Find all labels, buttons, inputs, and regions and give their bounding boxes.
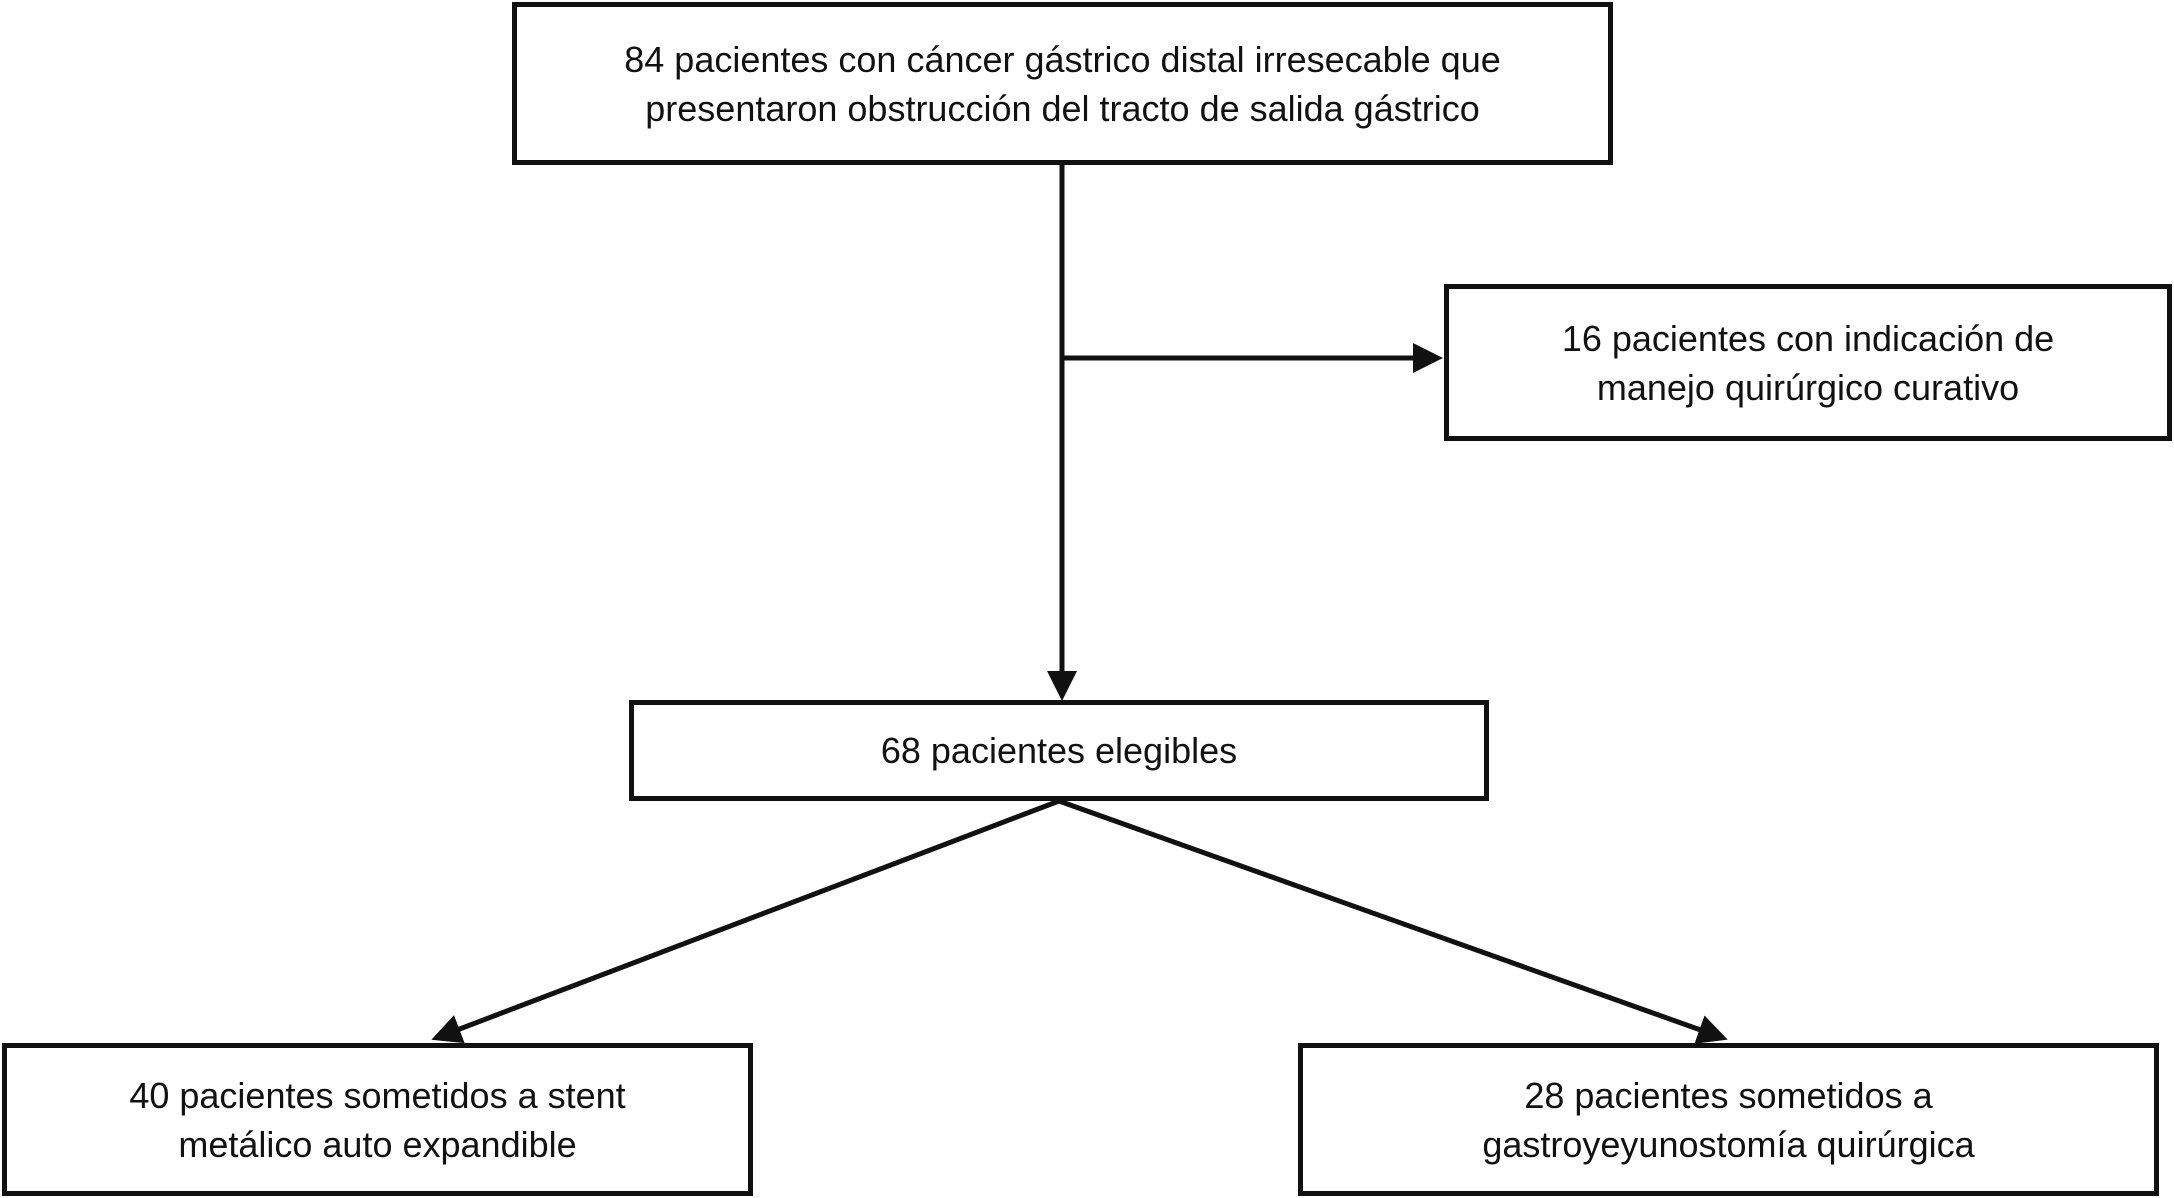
- box-eligible-text: 68 pacientes elegibles: [880, 730, 1238, 771]
- box-stent-text: 40 pacientes sometidos a stent metálico …: [129, 1074, 626, 1165]
- arrow-eligible-to-stent: [431, 798, 1060, 1044]
- box-surgery-text: 28 pacientes sometidos a gastroyeyunosto…: [1482, 1074, 1975, 1165]
- box-surgery-group: 28 pacientes sometidos a gastroyeyunosto…: [1298, 1043, 2159, 1196]
- box-excluded-text: 16 pacientes con indicación de manejo qu…: [1561, 317, 2055, 408]
- box-stent-group: 40 pacientes sometidos a stent metálico …: [2, 1043, 753, 1196]
- arrow-eligible-to-surgery: [1058, 798, 1728, 1044]
- box-eligible-patients: 68 pacientes elegibles: [629, 700, 1489, 801]
- box-initial-population-text: 84 pacientes con cáncer gástrico distal …: [624, 38, 1501, 129]
- box-excluded-curative-surgery: 16 pacientes con indicación de manejo qu…: [1444, 284, 2172, 441]
- box-initial-population: 84 pacientes con cáncer gástrico distal …: [512, 2, 1613, 165]
